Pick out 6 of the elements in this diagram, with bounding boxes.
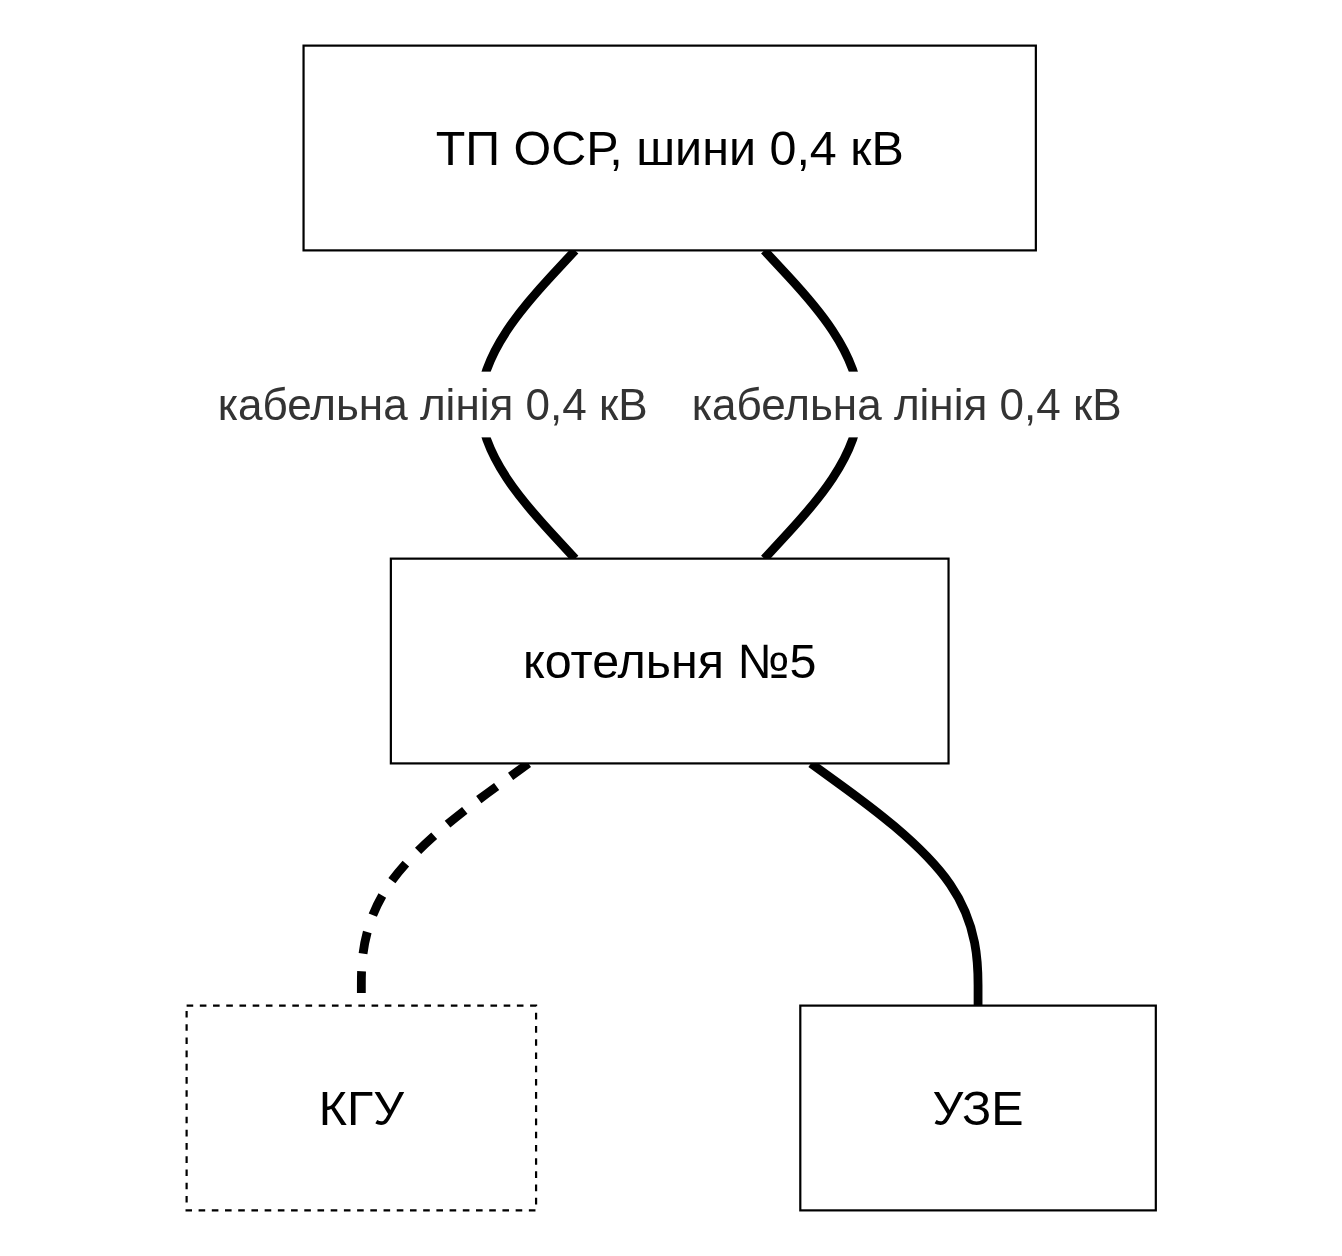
node-box: ТП ОСР, шини 0,4 кВ — [302, 44, 1037, 252]
edge-label: кабельна лінія 0,4 кВ — [217, 380, 648, 429]
node-box: УЗЕ — [799, 1004, 1157, 1212]
node-box: КГУ — [185, 1004, 537, 1212]
node-box: котельня №5 — [389, 557, 950, 765]
edge-label: кабельна лінія 0,4 кВ — [691, 380, 1122, 429]
